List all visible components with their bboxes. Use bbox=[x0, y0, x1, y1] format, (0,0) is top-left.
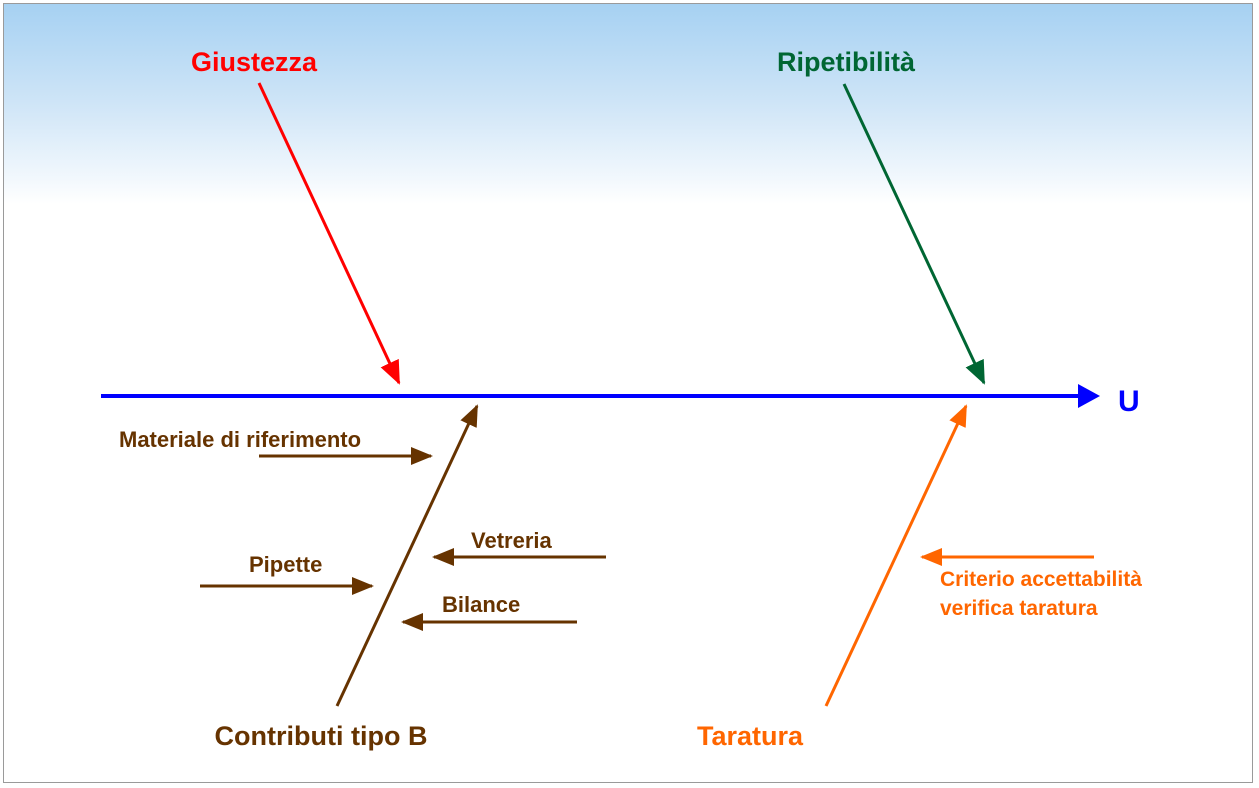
contributi-b-arrow bbox=[335, 404, 479, 707]
vetreria-label: Vetreria bbox=[471, 528, 552, 553]
bilance-label: Bilance bbox=[442, 592, 520, 617]
taratura-label: Taratura bbox=[697, 721, 804, 751]
materiale-label: Materiale di riferimento bbox=[119, 427, 361, 452]
main-axis-arrowhead bbox=[1078, 384, 1100, 408]
giustezza-arrow bbox=[257, 82, 401, 385]
fishbone-diagram: U Giustezza Ripetibilità Contributi tipo… bbox=[101, 47, 1142, 751]
ripetibilita-label: Ripetibilità bbox=[777, 47, 916, 77]
output-label: U bbox=[1118, 385, 1140, 418]
diagram-frame: U Giustezza Ripetibilità Contributi tipo… bbox=[3, 3, 1253, 783]
contributi-b-label: Contributi tipo B bbox=[215, 721, 428, 751]
giustezza-label: Giustezza bbox=[191, 47, 318, 77]
taratura-arrow bbox=[824, 404, 968, 707]
ripetibilita-arrow bbox=[842, 83, 986, 385]
pipette-label: Pipette bbox=[249, 552, 322, 577]
criterio-label-line1: Criterio accettabilità bbox=[940, 568, 1142, 591]
criterio-label-line2: verifica taratura bbox=[940, 597, 1098, 620]
